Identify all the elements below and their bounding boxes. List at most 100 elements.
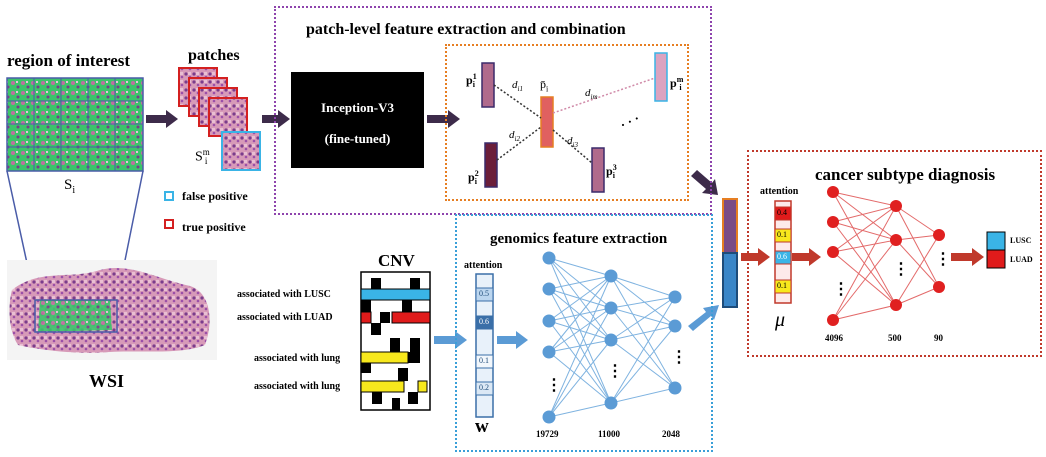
diagnosis-edge bbox=[895, 205, 940, 288]
d-i1-label: di1 bbox=[512, 79, 523, 94]
combined-vector bbox=[722, 198, 738, 308]
true-positive-swatch bbox=[164, 219, 174, 229]
gen-dots-2: ⋮ bbox=[607, 363, 623, 380]
diagnosis-panel bbox=[747, 150, 1042, 357]
luad-box bbox=[986, 249, 1006, 269]
roi-image bbox=[6, 77, 144, 172]
genomics-node-layer-2 bbox=[604, 396, 618, 410]
w-value-1: 0.5 bbox=[479, 289, 489, 298]
mu-vector bbox=[774, 200, 792, 304]
mu-value-4: 0.1 bbox=[777, 281, 787, 290]
genomics-node-layer-1 bbox=[542, 410, 556, 424]
p2-label: p2i bbox=[468, 169, 479, 187]
genomics-edge bbox=[610, 325, 676, 404]
genomics-node-layer-3 bbox=[668, 319, 682, 333]
genomics-panel bbox=[455, 214, 713, 452]
wsi-image bbox=[7, 260, 217, 360]
roi-label: Si bbox=[64, 177, 76, 196]
diagnosis-edge bbox=[832, 239, 897, 253]
mu-value-1: 0.4 bbox=[777, 208, 787, 217]
pbar-bar bbox=[540, 96, 554, 148]
patches-label: Smi bbox=[195, 147, 210, 167]
p3-label: p3i bbox=[606, 163, 617, 181]
genomics-node-layer-2 bbox=[604, 269, 618, 283]
mu-label: μ bbox=[775, 309, 786, 331]
output-lusc-label: LUSC bbox=[1010, 236, 1032, 245]
pm-label: pmi bbox=[670, 75, 684, 93]
d-i2-label: di2 bbox=[509, 129, 520, 144]
diagnosis-edge bbox=[832, 221, 897, 241]
gen-dots-3: ⋮ bbox=[671, 349, 687, 366]
genomics-node-layer-2 bbox=[604, 333, 618, 347]
arrows-red bbox=[741, 248, 984, 266]
gen-layer-size-1: 19729 bbox=[536, 429, 559, 439]
diagnosis-edge bbox=[895, 234, 940, 306]
genomics-edge bbox=[610, 325, 676, 341]
w-value-3: 0.1 bbox=[479, 356, 489, 365]
diagnosis-network bbox=[827, 186, 945, 326]
diagnosis-edge bbox=[832, 239, 897, 321]
genomics-network bbox=[542, 251, 682, 424]
w-attention-label: attention bbox=[464, 260, 503, 271]
genomics-node-layer-1 bbox=[542, 282, 556, 296]
diagnosis-edge bbox=[832, 205, 897, 253]
w-value-4: 0.2 bbox=[479, 383, 489, 392]
genomics-edge bbox=[610, 275, 676, 298]
mu-attention-label: attention bbox=[760, 186, 799, 197]
gen-dots-1: ⋮ bbox=[546, 377, 562, 394]
genomics-edge bbox=[610, 387, 676, 404]
true-positive-label: true positive bbox=[182, 220, 246, 234]
genomics-edge bbox=[610, 296, 676, 341]
inception-block: Inception-V3 (fine-tuned) bbox=[291, 72, 424, 168]
diagnosis-edge bbox=[832, 205, 897, 223]
mu-value-3: 0.6 bbox=[777, 252, 787, 261]
genomics-edge bbox=[548, 351, 612, 404]
cnv-row-lung-2: associated with lung bbox=[254, 381, 341, 392]
feature-inner-panel bbox=[445, 44, 689, 201]
distance-lines bbox=[493, 77, 656, 164]
diagnosis-node-layer-1 bbox=[827, 216, 839, 228]
genomics-edge bbox=[548, 275, 612, 322]
patches-title: patches bbox=[188, 47, 240, 64]
diagnosis-edge bbox=[895, 205, 940, 236]
diagnosis-node-layer-3 bbox=[933, 281, 945, 293]
patches-stack bbox=[178, 67, 261, 171]
genomics-edge bbox=[610, 296, 676, 404]
inception-name: Inception-V3 bbox=[321, 100, 394, 115]
diag-layer-size-2: 500 bbox=[888, 333, 902, 343]
genomics-edge bbox=[548, 339, 612, 418]
w-vector bbox=[475, 273, 494, 418]
diagnosis-edge bbox=[832, 191, 897, 306]
genomics-node-layer-1 bbox=[542, 314, 556, 328]
wsi-label: WSI bbox=[89, 371, 125, 391]
roi-title: region of interest bbox=[7, 51, 131, 70]
p3-bar bbox=[591, 147, 605, 193]
genomics-node-layer-1 bbox=[542, 251, 556, 265]
gen-layer-size-2: 11000 bbox=[598, 429, 621, 439]
mu-value-2: 0.1 bbox=[777, 230, 787, 239]
diagnosis-node-layer-1 bbox=[827, 186, 839, 198]
diagnosis-edge bbox=[895, 234, 940, 241]
genomics-edge bbox=[610, 275, 676, 327]
diagnosis-edge bbox=[895, 286, 940, 306]
cnv-row-luad: associated with LUAD bbox=[237, 312, 333, 323]
diagnosis-title: cancer subtype diagnosis bbox=[815, 165, 996, 184]
cnv-title: CNV bbox=[378, 251, 415, 270]
w-label: w bbox=[475, 416, 489, 437]
genomics-edge bbox=[548, 402, 612, 418]
genomics-edge bbox=[548, 275, 612, 418]
genomics-node-layer-1 bbox=[542, 345, 556, 359]
genomics-edge bbox=[610, 296, 676, 309]
gen-layer-size-3: 2048 bbox=[662, 429, 680, 439]
pm-bar bbox=[654, 52, 668, 102]
genomics-edge bbox=[548, 257, 612, 277]
genomics-node-layer-3 bbox=[668, 290, 682, 304]
output-luad-label: LUAD bbox=[1010, 255, 1033, 264]
d-i3-label: di3 bbox=[567, 135, 578, 150]
genomics-edge bbox=[610, 307, 676, 327]
genomics-edge bbox=[610, 307, 676, 389]
pbar-label: p̄i bbox=[540, 77, 549, 94]
genomics-edge bbox=[548, 275, 612, 353]
false-positive-label: false positive bbox=[182, 189, 248, 203]
